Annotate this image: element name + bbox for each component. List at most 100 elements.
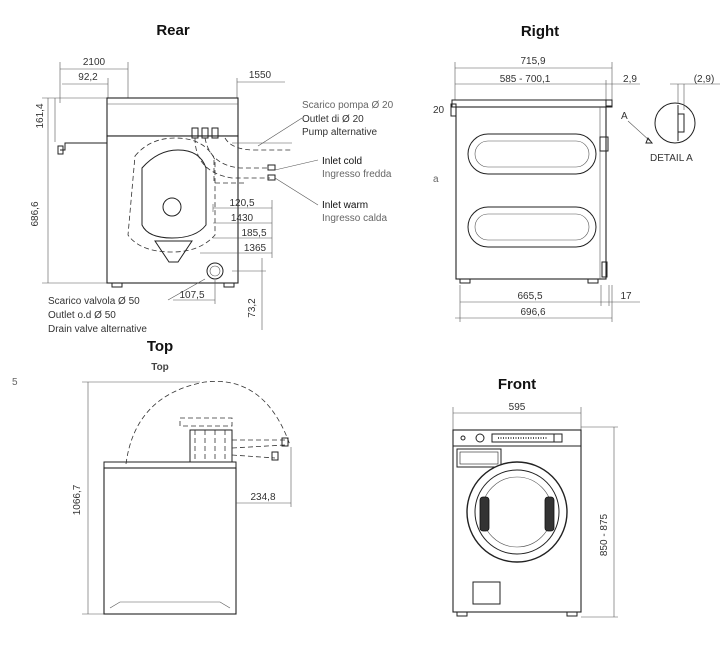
- right-rear-fitting-low: [601, 261, 608, 278]
- rear-inlet-fitting: [267, 164, 276, 171]
- rear-drain-valve-inner: [209, 265, 221, 277]
- rear-dim-1550: 1550: [249, 70, 272, 81]
- right-dim-585-700: 585 - 700,1: [500, 74, 551, 85]
- rear-leader-valve: [167, 278, 206, 301]
- front-detergent-drawer: [456, 448, 502, 468]
- right-dim-665-5: 665,5: [517, 291, 542, 302]
- rear-foot: [223, 282, 235, 288]
- right-detail-leader: [627, 120, 651, 142]
- right-lower-panel: [467, 206, 597, 248]
- front-dim-850-875: 850 - 875: [599, 513, 610, 556]
- right-foot: [459, 278, 471, 284]
- rear-inlet-warm-it: Ingresso calda: [322, 213, 387, 224]
- right-dim-696-6: 696,6: [520, 307, 545, 318]
- top-hose-end: [271, 451, 279, 461]
- top-body: [103, 467, 237, 615]
- detail-a-circle: [654, 102, 696, 144]
- right-stray-a: a: [433, 174, 439, 185]
- front-foot: [566, 611, 578, 617]
- front-start-button: [553, 433, 563, 443]
- rear-pump-outlet: Outlet di Ø 20: [302, 114, 364, 125]
- rear-pump-hose: [224, 137, 292, 151]
- right-detail-arrow: [645, 137, 654, 144]
- rear-dim-1365: 1365: [244, 243, 267, 254]
- rear-leader-warm: [274, 177, 319, 206]
- top-view: Top Top 5 1066,7 234,8: [12, 338, 292, 615]
- rear-center-hub: [162, 197, 182, 217]
- rear-inlet-warm: Inlet warm: [322, 200, 368, 211]
- rear-valve-outlet: Outlet o.d Ø 50: [48, 310, 116, 321]
- top-connection-lines: [194, 430, 226, 462]
- front-indicator-light: [460, 435, 466, 441]
- front-door-ring: [474, 469, 560, 555]
- top-hose-3: [231, 454, 276, 459]
- top-connections-block: [189, 429, 233, 463]
- top-stray-5: 5: [12, 377, 18, 388]
- front-program-knob: [475, 433, 485, 443]
- top-door-swing-arc: [125, 380, 291, 465]
- right-dim-17: 17: [620, 291, 632, 302]
- rear-dim-92-2: 92,2: [78, 72, 98, 83]
- rear-leader-cold: [274, 159, 319, 171]
- right-top-lid: [451, 99, 613, 108]
- top-title-ghost: Top: [151, 362, 169, 373]
- right-body: [455, 106, 607, 280]
- rear-dim-73-2: 73,2: [247, 298, 258, 318]
- front-foot: [456, 611, 468, 617]
- right-dim-2-9: 2,9: [623, 74, 637, 85]
- rear-body: [106, 135, 239, 284]
- rear-pump-it: Scarico pompa Ø 20: [302, 100, 394, 111]
- rear-left-hose: [60, 142, 107, 151]
- front-view: Front 595 850 - 875: [452, 376, 618, 618]
- rear-inlet-warm-hose: [204, 137, 270, 169]
- rear-inlet-fitting: [267, 174, 276, 181]
- top-lid: [103, 461, 237, 469]
- front-title: Front: [498, 376, 536, 393]
- rear-view: Rear 2100 92,2 1550 686,6 161,4: [30, 22, 394, 335]
- rear-inlet-cold: Inlet cold: [322, 156, 362, 167]
- rear-dim-686-6: 686,6: [30, 201, 41, 226]
- rear-foot: [111, 282, 123, 288]
- rear-connector: [211, 127, 219, 139]
- right-upper-panel-inner: [474, 140, 590, 168]
- rear-dim-120-5: 120,5: [229, 198, 254, 209]
- right-rear-fitting: [599, 136, 609, 152]
- rear-valve-it: Scarico valvola Ø 50: [48, 296, 140, 307]
- detail-a-label: DETAIL A: [650, 153, 693, 164]
- rear-hose-line: [213, 160, 244, 184]
- rear-dim-107-5: 107,5: [179, 290, 204, 301]
- right-rear-cap: [605, 99, 613, 107]
- rear-panel-cover: [141, 149, 207, 239]
- rear-inlet-cold-hose: [194, 137, 270, 179]
- front-dim-595: 595: [509, 402, 526, 413]
- right-lower-panel-inner: [474, 213, 590, 241]
- rear-top-panel: [106, 97, 239, 137]
- detail-a-dim-2-9: (2,9): [694, 74, 715, 85]
- rear-drain-valve: [206, 262, 224, 280]
- rear-dim-185-5: 185,5: [241, 228, 266, 239]
- front-service-hatch: [472, 581, 501, 605]
- right-detail-marker: A: [621, 111, 628, 122]
- right-title: Right: [521, 23, 559, 40]
- right-dim-715-9: 715,9: [520, 56, 545, 67]
- rear-dim-2100: 2100: [83, 57, 106, 68]
- rear-drum-outline: [127, 137, 216, 253]
- top-hose-end: [281, 437, 289, 447]
- rear-leader-pump: [257, 117, 303, 147]
- right-dim-20: 20: [433, 105, 445, 116]
- front-detergent-drawer-handle: [459, 451, 499, 465]
- detail-a-profile: [677, 105, 685, 141]
- rear-dim-161-4: 161,4: [35, 103, 46, 128]
- top-dim-1066-7: 1066,7: [72, 484, 83, 515]
- rear-drain-funnel: [154, 240, 193, 263]
- top-title: Top: [147, 338, 173, 355]
- rear-valve-alt: Drain valve alternative: [48, 324, 147, 335]
- top-hose-2: [231, 444, 286, 449]
- rear-pump-alt: Pump alternative: [302, 127, 377, 138]
- rear-title: Rear: [156, 22, 190, 39]
- rear-inlet-cold-it: Ingresso fredda: [322, 169, 392, 180]
- right-foot: [587, 278, 599, 284]
- front-door-outer: [466, 461, 568, 563]
- top-base-edge: [109, 601, 231, 609]
- front-door-hinge: [544, 496, 555, 532]
